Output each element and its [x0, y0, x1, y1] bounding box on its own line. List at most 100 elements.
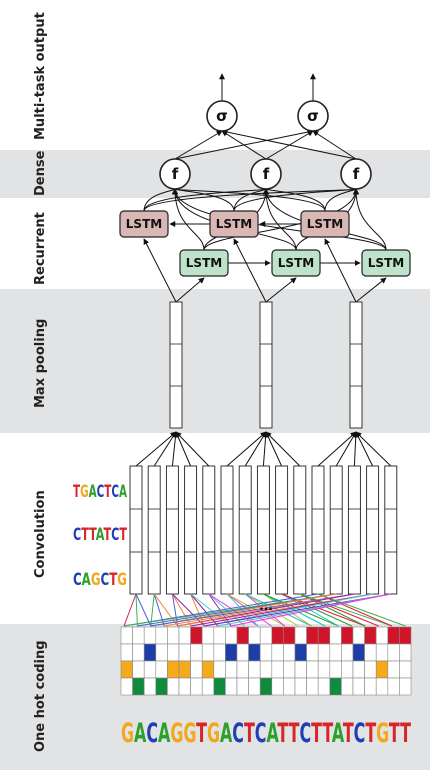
conv-to-pool-edge [135, 431, 177, 467]
one-hot-cell [225, 660, 238, 679]
one-hot-cell [201, 677, 215, 696]
convolution-input-lines [123, 593, 406, 627]
one-hot-cell [132, 660, 145, 679]
conv-input-line [231, 593, 391, 627]
label-multi-task-output: Multi-task output [33, 12, 48, 140]
one-hot-cell [259, 677, 273, 696]
one-hot-cell [329, 677, 342, 696]
one-hot-cell [271, 626, 284, 645]
one-hot-cell [317, 643, 331, 662]
motif-logo-1: TGACTCA [73, 482, 127, 502]
one-hot-cell [364, 626, 377, 645]
one-hot-cell [236, 643, 249, 662]
one-hot-cell [283, 643, 296, 662]
conv-column [384, 465, 398, 595]
one-hot-cell [375, 660, 389, 679]
one-hot-cell [364, 677, 377, 696]
one-hot-cell [294, 660, 307, 679]
lstm-forward-3: LSTM [361, 249, 411, 277]
conv-to-pool-edge [355, 431, 392, 467]
conv-input-line [299, 593, 379, 627]
conv-to-pool-edge [244, 431, 267, 467]
one-hot-cell [399, 626, 412, 645]
one-hot-cell [236, 626, 249, 645]
dense-node-3: f [340, 158, 372, 190]
one-hot-cell [155, 660, 168, 679]
conv-column [347, 465, 361, 595]
lstm-backward-2: LSTM [209, 210, 259, 238]
one-hot-cell [248, 643, 261, 662]
one-hot-cell [132, 677, 145, 696]
conv-input-line [317, 593, 393, 627]
one-hot-cell [225, 626, 238, 645]
one-hot-cell [132, 643, 145, 662]
one-hot-cell [283, 660, 296, 679]
one-hot-cell [201, 643, 215, 662]
sequence-letter: T [365, 718, 376, 749]
dense-node-1-symbol: f [172, 165, 179, 183]
pool-column-1 [169, 301, 183, 429]
motif-logo-3: CAGCTG [73, 570, 127, 590]
conv-input-line [123, 593, 137, 627]
one-hot-cell [167, 660, 180, 679]
one-hot-cell [399, 643, 412, 662]
output-node-2: σ [297, 100, 329, 132]
one-hot-cell [341, 660, 354, 679]
sequence-letter: C [232, 718, 244, 749]
one-hot-cell [225, 643, 238, 662]
one-hot-cell [120, 660, 133, 679]
pool-to-lstm-backward-edge [324, 238, 357, 303]
conv-to-pool-edge [175, 431, 210, 467]
lstm-to-dense-edge [172, 188, 326, 212]
conv-input-line [281, 593, 353, 627]
dense-to-output-edge [312, 130, 357, 160]
one-hot-cell [364, 643, 377, 662]
conv-input-line [208, 593, 245, 627]
pool-column-3 [349, 301, 363, 429]
lstm-forward-2-label: LSTM [278, 256, 314, 270]
conv-column [293, 465, 307, 595]
lstm-backward-1: LSTM [119, 210, 169, 238]
lstm-backward-3: LSTM [300, 210, 350, 238]
label-one-hot-coding: One hot coding [33, 640, 48, 752]
sequence-letter: T [400, 718, 411, 749]
one-hot-cell [341, 677, 354, 696]
one-hot-cell [259, 643, 273, 662]
one-hot-cell [155, 643, 168, 662]
dense-node-1: f [159, 158, 191, 190]
one-hot-cell [329, 643, 342, 662]
one-hot-cell [213, 643, 226, 662]
one-hot-cell [248, 626, 261, 645]
one-hot-cell [306, 643, 319, 662]
conv-input-line [317, 593, 406, 627]
conv-column [147, 465, 161, 595]
conv-column [275, 465, 289, 595]
conv-to-pool-edge [175, 431, 192, 467]
one-hot-cell [317, 677, 331, 696]
conv-column [256, 465, 270, 595]
dense-to-output-edge [221, 130, 267, 160]
sequence-letter: T [322, 718, 333, 749]
lstm-forward-3-label: LSTM [368, 256, 404, 270]
one-hot-cell [294, 626, 307, 645]
band-pooling [0, 289, 430, 433]
one-hot-cell [143, 643, 157, 662]
one-hot-cell [399, 660, 412, 679]
dense-node-2-symbol: f [263, 165, 270, 183]
conv-to-pool-edge [335, 431, 357, 467]
lstm-to-dense-edge [172, 188, 387, 251]
pool-column-2 [259, 301, 273, 429]
one-hot-cell [213, 660, 226, 679]
sequence-letter: A [134, 718, 146, 749]
convolution-columns [129, 465, 398, 595]
one-hot-cell [306, 660, 319, 679]
sequence-letter: C [354, 718, 366, 749]
conv-input-line [263, 593, 339, 627]
one-hot-cell [155, 626, 168, 645]
one-hot-cell [236, 660, 249, 679]
conv-input-line [244, 593, 312, 627]
one-hot-cell [375, 643, 389, 662]
one-hot-cell [294, 677, 307, 696]
conv-input-line [171, 593, 179, 627]
